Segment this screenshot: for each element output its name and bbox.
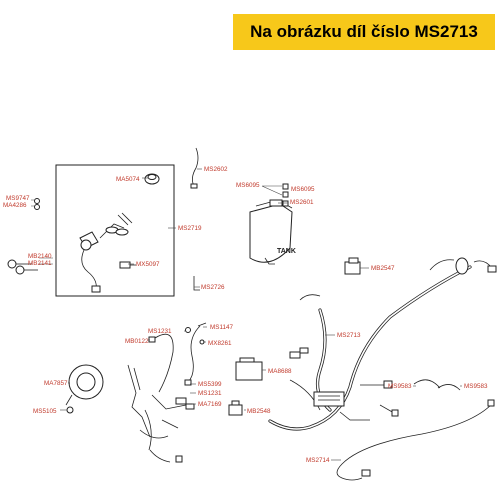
label-ms2602: MS2602 [204, 166, 228, 173]
label-ms2719: MS2719 [178, 225, 202, 232]
label-ma5074: MA5074 [116, 176, 140, 183]
relay-mb2547-drawing [344, 257, 361, 275]
label-ms9747: MS9747 [6, 195, 30, 202]
screws-drawing [34, 198, 40, 210]
label-ma8688: MA8688 [268, 368, 292, 375]
harness-ms2714-drawing [336, 399, 495, 481]
label-ms5399: MS5399 [198, 381, 222, 388]
label-mx8261: MX8261 [208, 340, 232, 347]
ignition-kit-box [55, 164, 175, 297]
label-ma7169: MA7169 [198, 401, 222, 408]
sensor-cable-drawing [184, 322, 207, 386]
main-harness-ms2713 [268, 257, 497, 431]
ms2726-bracket [193, 276, 200, 291]
label-ms2714: MS2714 [306, 457, 330, 464]
nut-ms5105 [66, 406, 74, 414]
label-ms2713: MS2713 [337, 332, 361, 339]
keys-drawing [7, 259, 38, 275]
label-mb2141: MB2141 [28, 260, 52, 267]
module-ma8688 [235, 361, 263, 381]
label-mb2547: MB2547 [371, 265, 395, 272]
label-mb0122: MB0122 [125, 338, 149, 345]
cap-drawing [144, 173, 160, 185]
ignition-switch-drawing [79, 212, 136, 293]
label-ma7857: MA7857 [44, 380, 68, 387]
banner-text: Na obrázku díl číslo MS2713 [250, 22, 478, 41]
label-ms9583-left: MS9583 [388, 383, 412, 390]
horn-drawing [65, 364, 104, 406]
label-ms9583-right: MS9583 [464, 383, 488, 390]
leader-lines [31, 168, 462, 461]
left-harness-drawing [127, 333, 195, 463]
label-tank: TANK [277, 248, 296, 255]
title-banner: Na obrázku díl číslo MS2713 [233, 14, 495, 50]
label-ms5105: MS5105 [33, 408, 57, 415]
label-mb2140: MB2140 [28, 253, 52, 260]
label-ms2726: MS2726 [201, 284, 225, 291]
label-ma4286: MA4286 [3, 202, 27, 209]
label-ms2601: MS2601 [290, 199, 314, 206]
label-ms1231-top: MS1231 [148, 328, 172, 335]
label-mb2548: MB2548 [247, 408, 271, 415]
rings-ms9583-drawing [413, 379, 461, 391]
label-ms1231-bottom: MS1231 [198, 390, 222, 397]
label-ms6095-right: MS6095 [291, 186, 315, 193]
label-ms1147: MS1147 [210, 324, 233, 331]
label-mx5097: MX5097 [136, 261, 160, 268]
relay-mb2548-drawing [228, 400, 243, 416]
ms2602-wire [192, 147, 199, 187]
label-ms6095-left: MS6095 [236, 182, 260, 189]
